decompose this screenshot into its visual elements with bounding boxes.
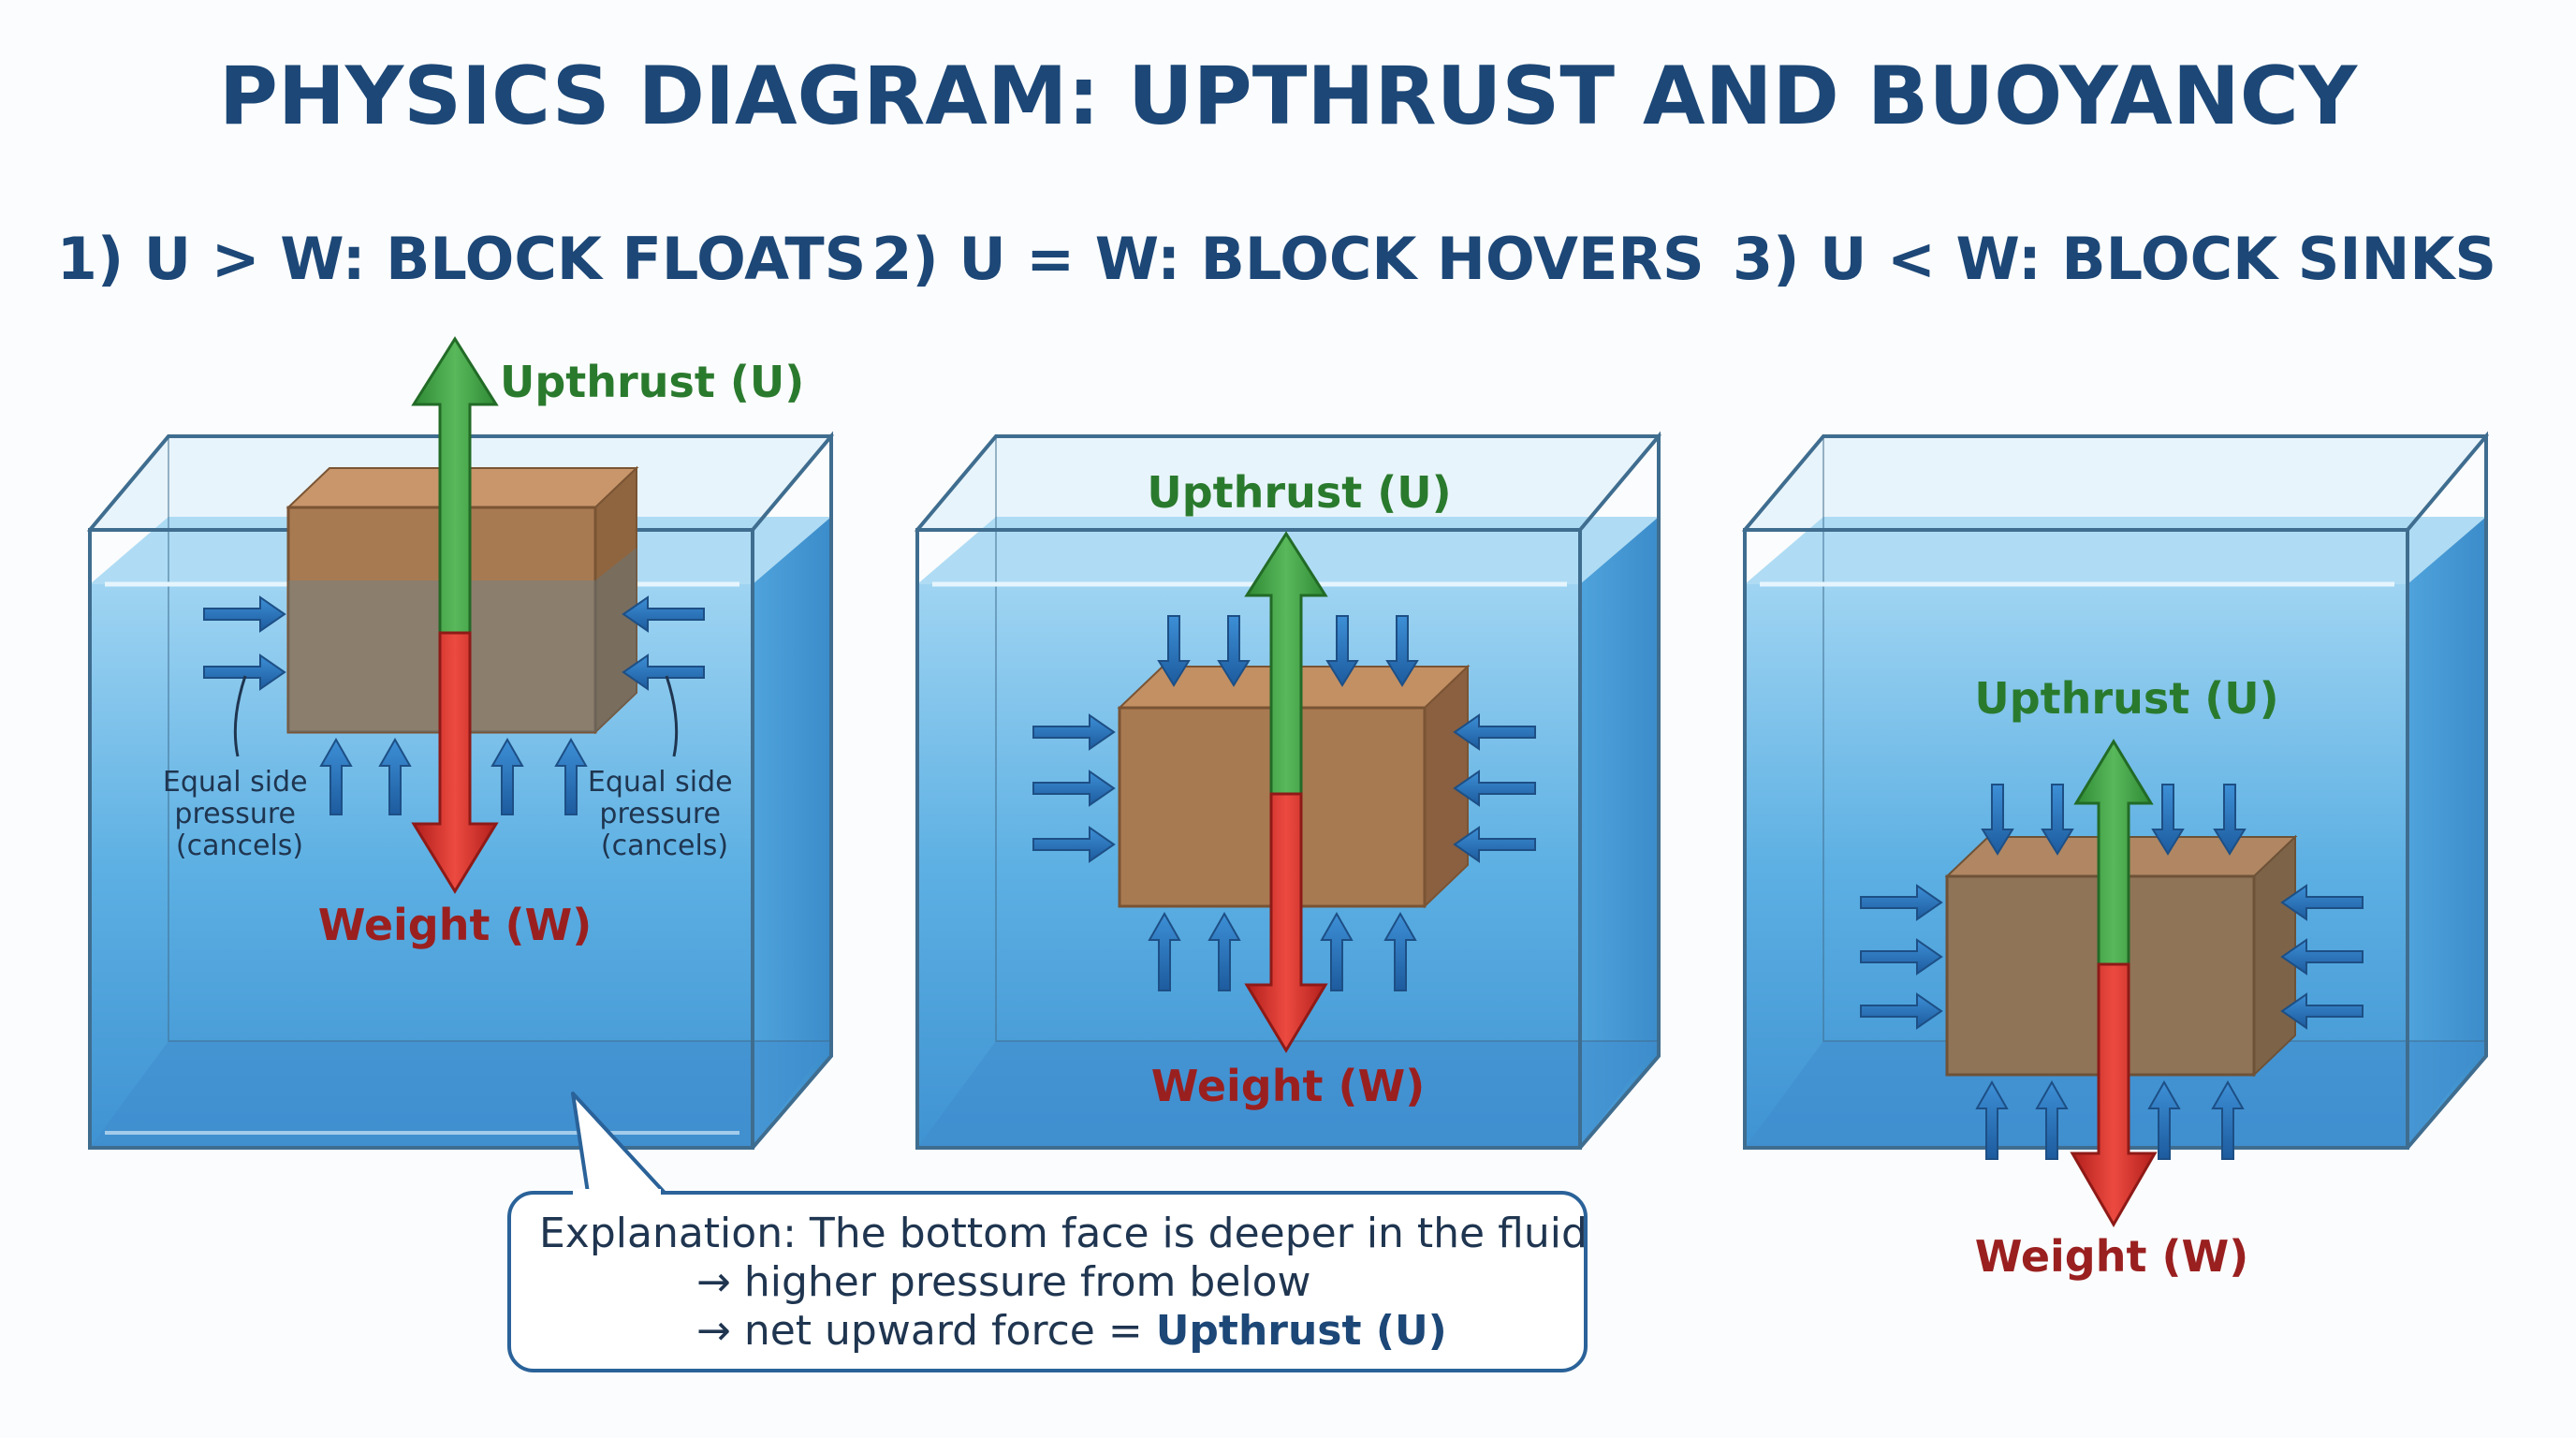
- weight-label: Weight (W): [1975, 1231, 2249, 1282]
- upthrust-label: Upthrust (U): [1147, 467, 1451, 518]
- explanation-line-1: Explanation: The bottom face is deeper i…: [539, 1210, 1588, 1257]
- side-pressure-arrows-left: [203, 595, 286, 691]
- side-pressure-arrows-right: [2280, 884, 2364, 1030]
- explanation-line-3-prefix: → net upward force =: [696, 1307, 1156, 1355]
- side-pressure-arrows-left: [1032, 713, 1116, 863]
- top-pressure-arrows: [1981, 784, 2247, 856]
- side-pressure-arrows-left: [1860, 884, 1943, 1030]
- side-pressure-note-left: Equal side pressure (cancels): [163, 766, 316, 862]
- explanation-callout: Explanation: The bottom face is deeper i…: [507, 1092, 1588, 1372]
- upthrust-arrow: [411, 336, 499, 635]
- panel-heading-hovers: 2) U = W: BLOCK HOVERS: [871, 225, 1704, 293]
- bottom-pressure-arrows: [1975, 1079, 2245, 1160]
- upthrust-label: Upthrust (U): [1974, 673, 2278, 724]
- panel-floats: Equal side pressure (cancels) Equal side…: [86, 336, 835, 1150]
- weight-arrow: [2070, 962, 2158, 1227]
- bottom-pressure-arrows: [1148, 911, 1417, 991]
- note-pointer-right: [665, 675, 679, 757]
- weight-arrow: [1244, 792, 1328, 1053]
- side-pressure-note-right: Equal side pressure (cancels): [588, 766, 741, 862]
- explanation-line-3-strong: Upthrust (U): [1156, 1307, 1447, 1355]
- tank: [86, 431, 835, 1150]
- panel-heading-sinks: 3) U < W: BLOCK SINKS: [1733, 225, 2496, 293]
- upthrust-label: Upthrust (U): [500, 357, 804, 407]
- weight-arrow: [411, 631, 499, 894]
- upthrust-arrow: [2073, 739, 2154, 966]
- panel-hovers: Upthrust (U) Weight (W): [914, 431, 1662, 1150]
- side-pressure-arrows-right: [622, 595, 705, 691]
- upthrust-arrow: [1244, 531, 1328, 796]
- explanation-line-2: → higher pressure from below: [696, 1258, 1310, 1306]
- panel-heading-floats: 1) U > W: BLOCK FLOATS: [57, 225, 867, 293]
- note-pointer-left: [233, 675, 247, 757]
- top-pressure-arrows: [1157, 615, 1419, 687]
- panel-sinks: Upthrust (U) Weight (W): [1741, 431, 2490, 1282]
- weight-label: Weight (W): [318, 900, 593, 950]
- explanation-line-3: → net upward force = Upthrust (U): [696, 1307, 1447, 1355]
- page-title: PHYSICS DIAGRAM: UPTHRUST AND BUOYANCY: [219, 50, 2359, 143]
- weight-label: Weight (W): [1151, 1061, 1426, 1111]
- bottom-pressure-arrows: [319, 737, 588, 815]
- side-pressure-arrows-right: [1453, 713, 1536, 863]
